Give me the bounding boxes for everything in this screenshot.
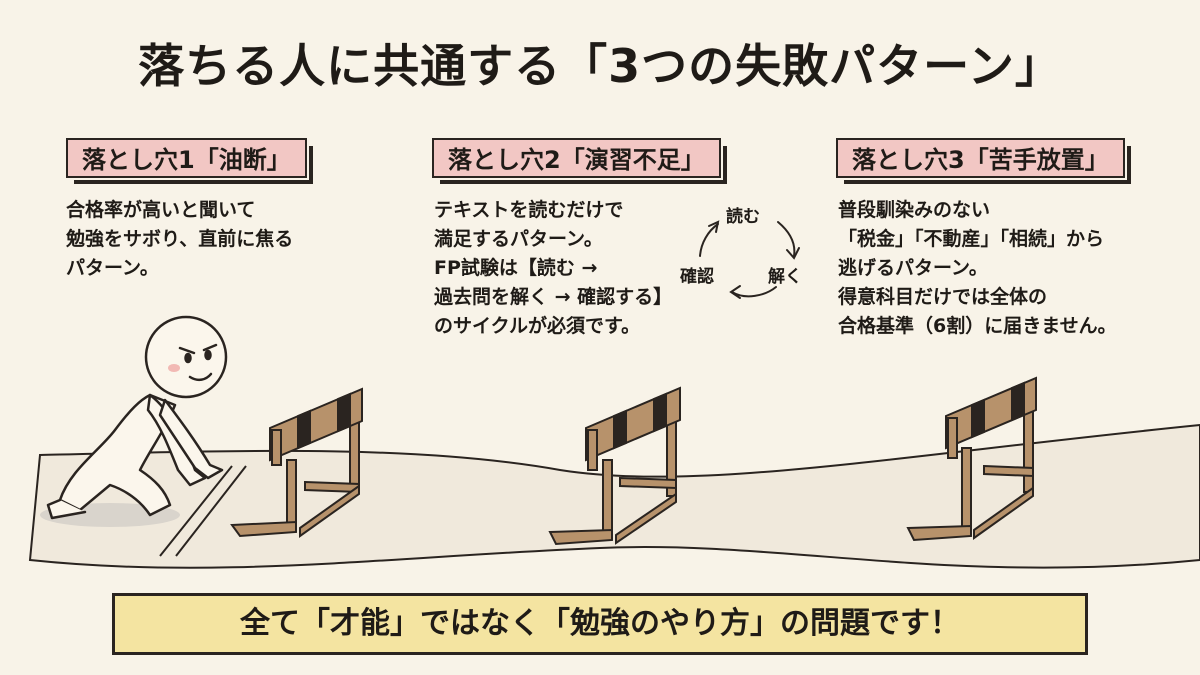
- runner-figure: [40, 315, 228, 527]
- pitfall-text-3: 普段馴染みのない 「税金」「不動産」「相続」から 逃げるパターン。 得意科目だけ…: [838, 196, 1117, 341]
- main-title: 落ちる人に共通する「3つの失敗パターン」: [138, 39, 1062, 93]
- pitfall-line: 過去問を解く → 確認する】: [434, 286, 673, 308]
- pitfall-heading-1: 落とし穴1「油断」: [66, 138, 313, 184]
- pitfall-line: 「税金」「不動産」「相続」から: [838, 228, 1105, 250]
- pitfall-heading-3: 落とし穴3「苦手放置」: [836, 138, 1131, 184]
- pitfall-line: テキストを読むだけで: [434, 199, 624, 221]
- pitfall-line: 普段馴染みのない: [838, 199, 991, 221]
- cycle-label-confirm: 確認: [680, 267, 714, 287]
- pitfall-line: 合格率が高いと聞いて: [66, 199, 256, 221]
- start-line: [159, 465, 233, 557]
- pitfall-line: のサイクルが必須です。: [434, 315, 641, 337]
- track-shape: [28, 423, 1200, 569]
- pitfall-line: 勉強をサボり、直前に焦る: [66, 228, 294, 250]
- hurdle: [548, 386, 681, 546]
- conclusion-banner: 全て「才能」ではなく「勉強のやり方」の問題です！: [112, 593, 1088, 655]
- pitfall-text-1: 合格率が高いと聞いて 勉強をサボり、直前に焦る パターン。: [66, 196, 293, 283]
- pitfall-line: 満足するパターン。: [434, 228, 603, 250]
- pitfall-heading-2: 落とし穴2「演習不足」: [432, 138, 727, 184]
- cycle-label-solve: 解く: [768, 267, 802, 287]
- hurdle: [906, 376, 1037, 542]
- pitfall-line: FP試験は【読む →: [434, 257, 598, 279]
- start-line: [175, 465, 247, 557]
- pitfall-line: パターン。: [66, 257, 159, 279]
- pitfall-line: 得意科目だけでは全体の: [838, 286, 1048, 308]
- cycle-label-read: 読む: [726, 207, 760, 227]
- pitfall-text-2: テキストを読むだけで 満足するパターン。 FP試験は【読む → 過去問を解く →…: [434, 196, 672, 341]
- pitfall-line: 逃げるパターン。: [838, 257, 988, 279]
- pitfall-line: 合格基準（6割）に届きません。: [838, 315, 1117, 337]
- cycle-arrows: [699, 220, 800, 299]
- hurdle: [230, 387, 363, 538]
